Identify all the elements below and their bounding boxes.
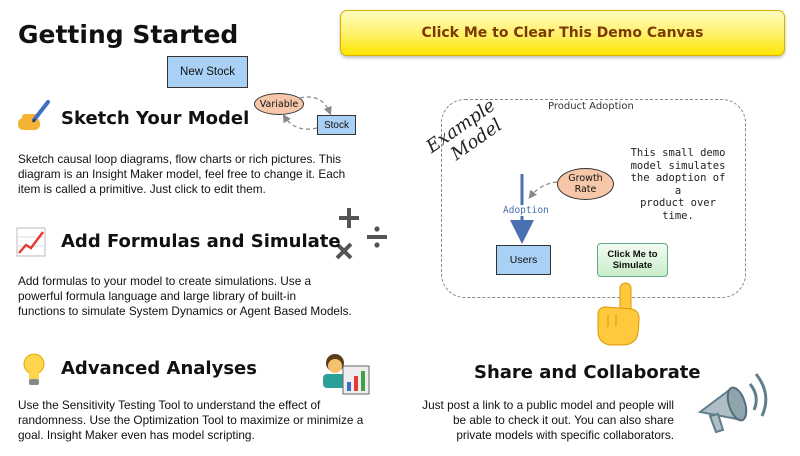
section-title-share: Share and Collaborate [474, 362, 701, 383]
loudspeaker-icon [692, 360, 774, 442]
users-stock[interactable]: Users [496, 245, 551, 275]
demo-description[interactable]: This small demo model simulates the adop… [630, 147, 726, 222]
section-body-share: Just post a link to a public model and p… [422, 398, 674, 442]
writing-hand-icon [16, 100, 50, 134]
light-bulb-icon [21, 352, 47, 386]
section-body-analyses: Use the Sensitivity Testing Tool to unde… [18, 398, 364, 442]
technologist-icon [321, 352, 371, 396]
page-title: Getting Started [18, 20, 239, 49]
chart-increasing-icon [16, 227, 46, 257]
section-body-sketch: Sketch causal loop diagrams, flow charts… [18, 152, 346, 196]
section-title-formulas: Add Formulas and Simulate [61, 231, 341, 252]
folder-label: Product Adoption [548, 101, 634, 112]
new-stock-primitive[interactable]: New Stock [167, 56, 248, 88]
variable-primitive[interactable]: Variable [254, 93, 304, 115]
demo-model-folder[interactable] [441, 99, 746, 298]
link-stock-to-variable [282, 113, 318, 130]
link-growth-to-adoption [528, 181, 558, 199]
section-body-formulas: Add formulas to your model to create sim… [18, 274, 352, 318]
adoption-flow-label[interactable]: Adoption [503, 205, 549, 216]
stock-primitive[interactable]: Stock [317, 115, 356, 135]
clear-canvas-button[interactable]: Click Me to Clear This Demo Canvas [340, 10, 785, 56]
pointing-up-hand-icon [592, 281, 644, 347]
math-operators-icon [333, 206, 391, 264]
section-title-sketch: Sketch Your Model [61, 108, 250, 129]
section-title-analyses: Advanced Analyses [61, 358, 257, 379]
link-variable-to-stock [299, 96, 332, 116]
